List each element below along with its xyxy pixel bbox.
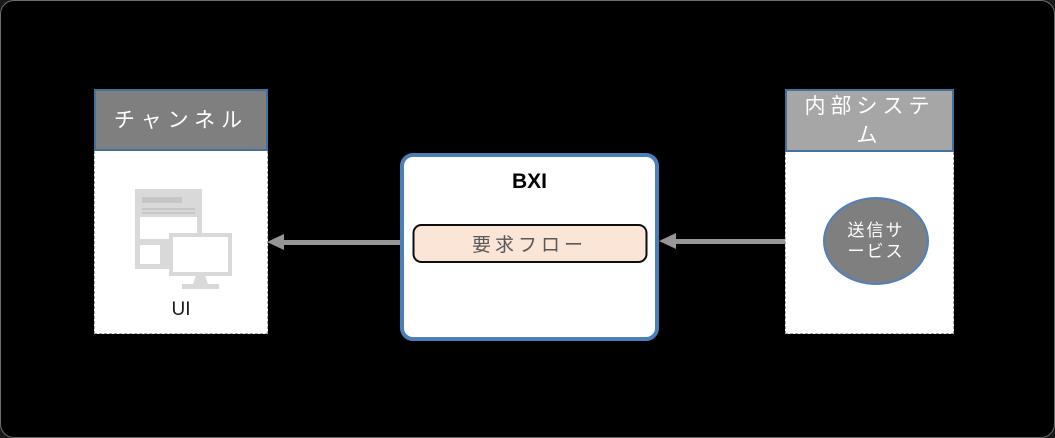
arrow-bxi-to-channel [267, 234, 400, 250]
arrow-head-left-icon [659, 233, 676, 249]
internal-system-box-body: 送信サービス [785, 152, 954, 334]
send-service-circle: 送信サービス [823, 197, 929, 285]
send-service-label: 送信サービス [847, 221, 905, 261]
channel-box: チャンネル UI [94, 89, 268, 334]
channel-box-header: チャンネル [94, 89, 268, 151]
internal-system-box-title: 内部システム [804, 94, 935, 147]
internal-system-box: 内部システム 送信サービス [785, 89, 954, 334]
channel-ui-label: UI [171, 299, 191, 320]
monitor-stand [193, 276, 208, 284]
channel-box-title: チャンネル [113, 108, 249, 132]
bxi-box-title: BXI [511, 170, 547, 193]
monitor-base [182, 284, 219, 289]
internal-system-box-header: 内部システム [785, 89, 954, 152]
ui-devices-icon [95, 151, 267, 333]
arrow-shaft [674, 239, 786, 244]
channel-box-body: UI [94, 151, 268, 334]
arrow-shaft [282, 240, 400, 245]
bxi-box: BXI 要求フロー [400, 153, 659, 341]
arrow-head-left-icon [267, 234, 284, 250]
request-flow-box: 要求フロー [412, 224, 647, 263]
monitor-icon [169, 233, 232, 276]
request-flow-label: 要求フロー [471, 235, 587, 256]
arrow-internal-to-bxi [659, 233, 786, 249]
